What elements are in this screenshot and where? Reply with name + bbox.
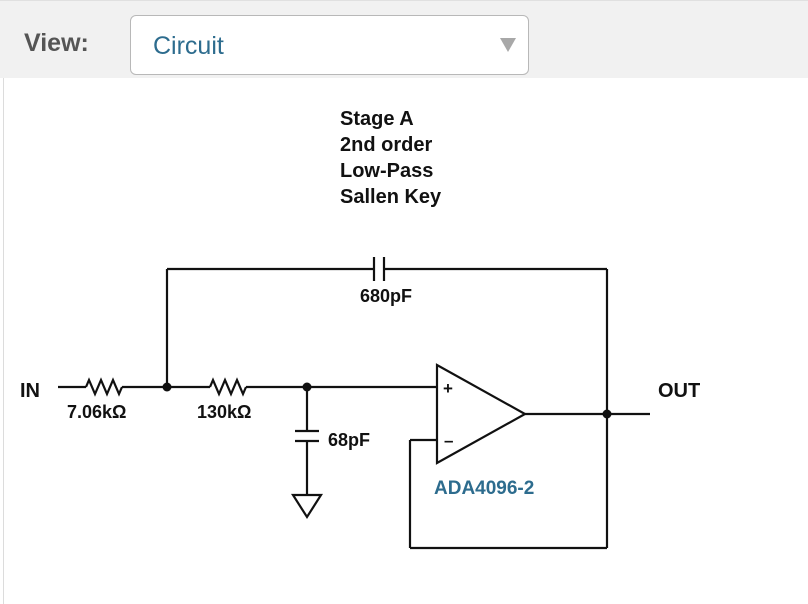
junction-dot <box>162 382 172 392</box>
r1-value-label: 7.06kΩ <box>67 402 126 422</box>
cground-value-label: 68pF <box>328 430 370 450</box>
opamp-plus-sign: + <box>443 379 453 398</box>
r2-resistor <box>208 377 248 397</box>
r2-value-label: 130kΩ <box>197 402 251 422</box>
panel-border <box>3 78 4 604</box>
view-dropdown[interactable]: Circuit <box>130 15 529 75</box>
output-label: OUT <box>658 380 700 402</box>
stage-title-line: Low-Pass <box>340 160 433 182</box>
stage-title-line: Stage A <box>340 108 414 130</box>
r1-resistor <box>84 377 124 397</box>
junction-dot <box>302 382 312 392</box>
chevron-down-icon <box>500 38 516 52</box>
view-dropdown-value: Circuit <box>153 32 224 60</box>
input-label: IN <box>20 380 40 402</box>
junction-dot <box>602 409 612 419</box>
opamp-minus-sign: – <box>444 431 453 450</box>
view-toolbar: View: Circuit <box>0 0 808 78</box>
stage-title-line: Sallen Key <box>340 186 442 208</box>
ground-symbol <box>290 493 324 520</box>
opamp-triangle <box>435 363 528 465</box>
view-label: View: <box>24 29 89 57</box>
stage-title-line: 2nd order <box>340 134 432 156</box>
opamp-part-number: ADA4096-2 <box>434 478 534 499</box>
cfeedback-value-label: 680pF <box>360 286 412 306</box>
